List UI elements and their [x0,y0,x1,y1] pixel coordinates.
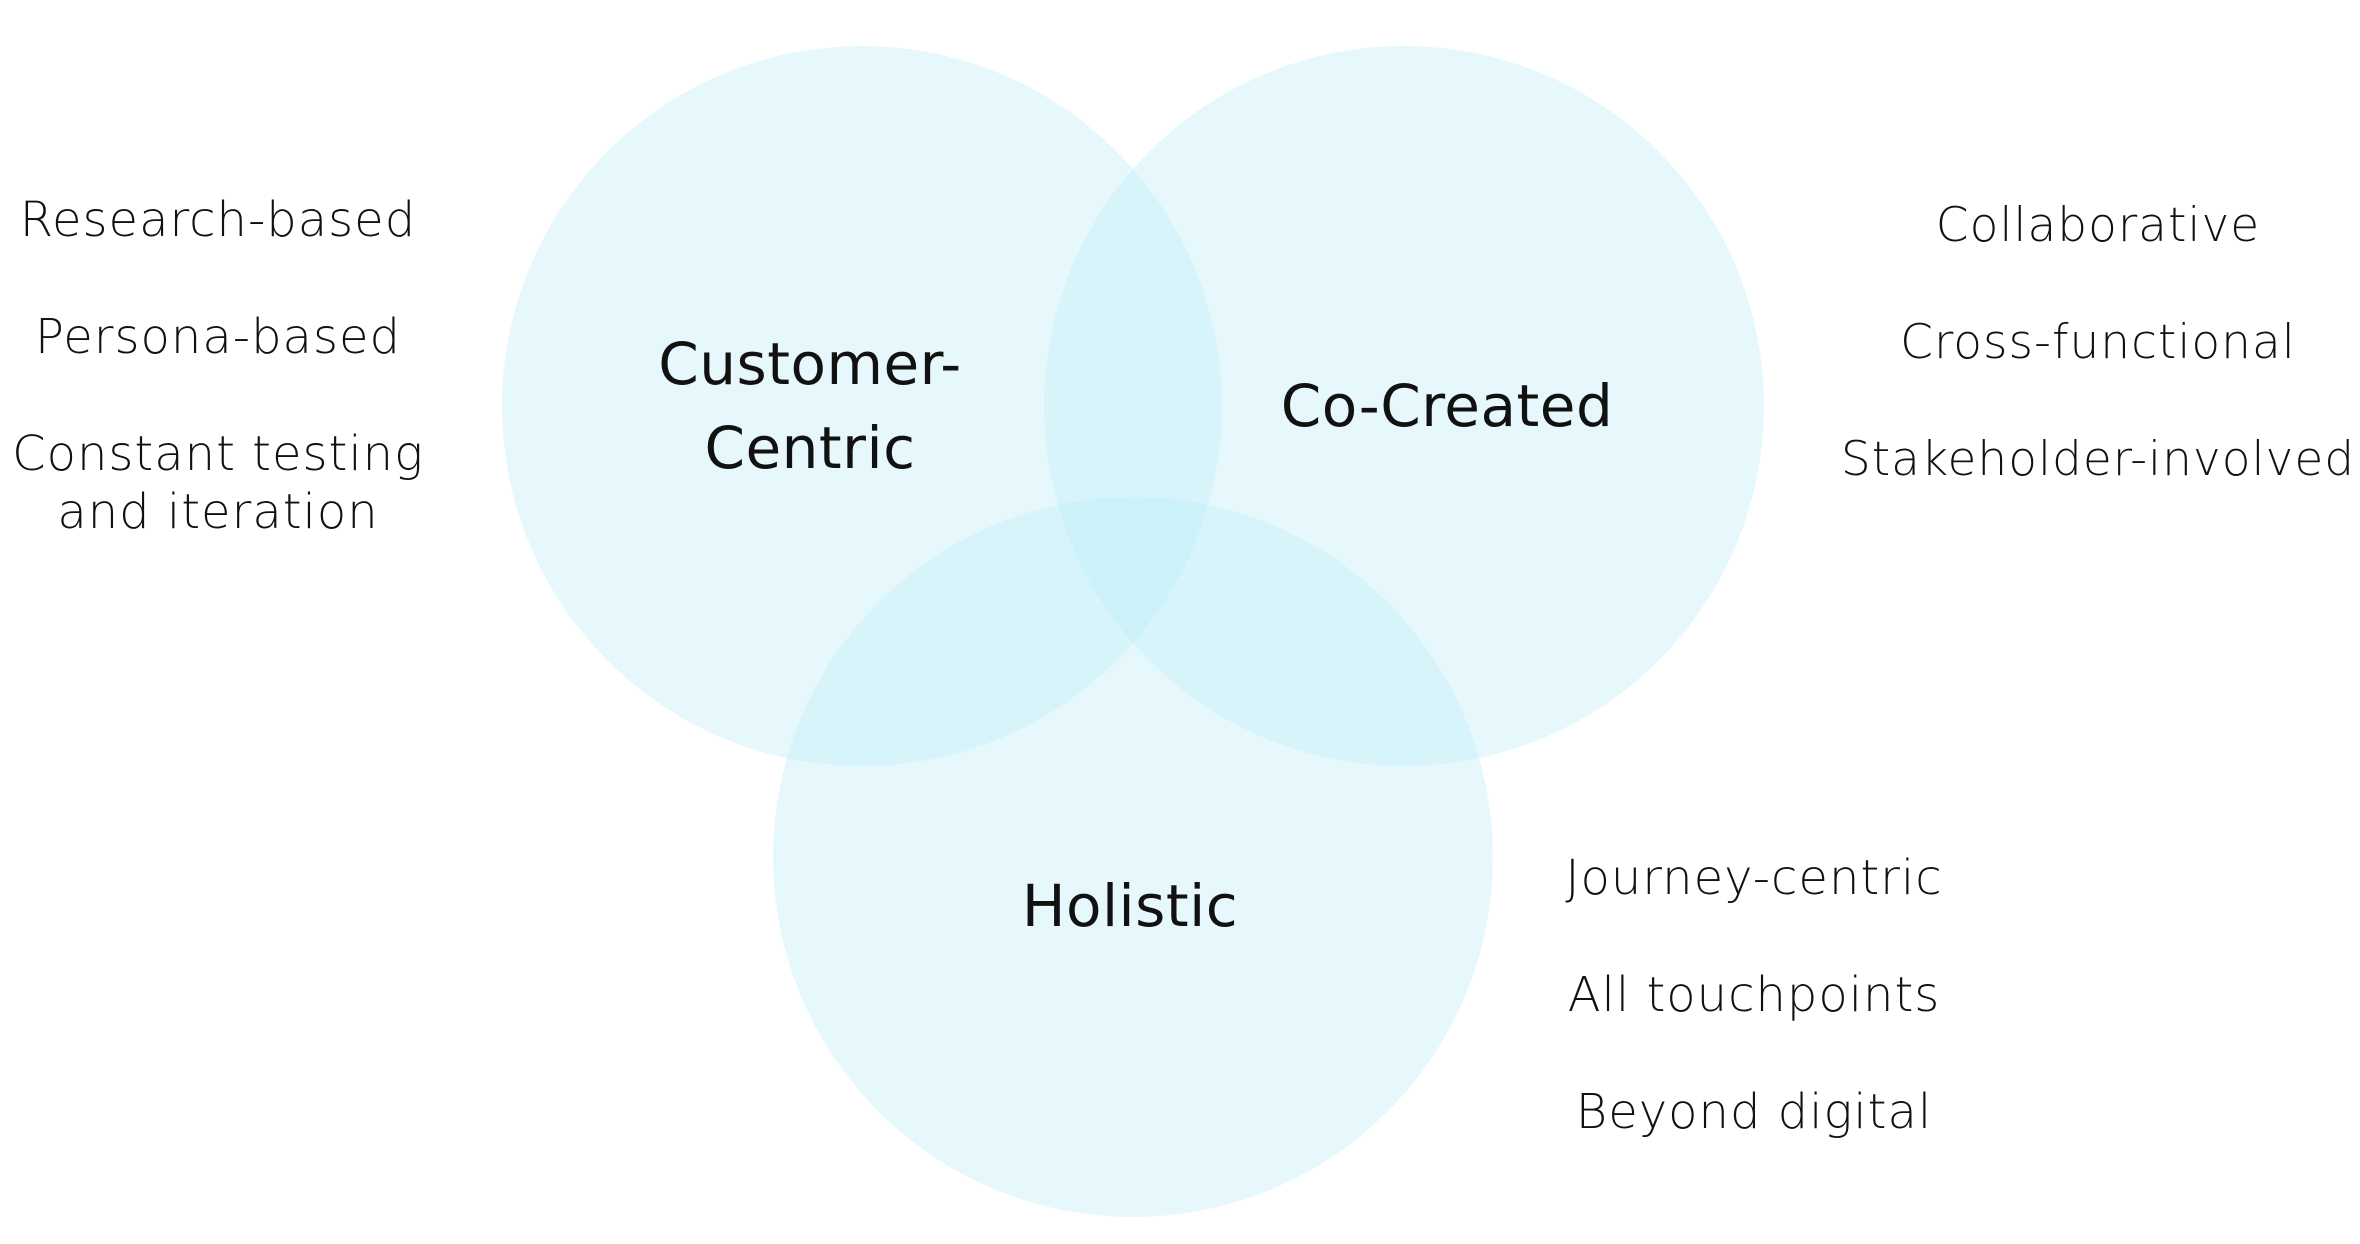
trait-cross-functional: Cross-functional [1900,315,2296,370]
co-created-label: Co-Created [1280,372,1614,440]
trait-research-based: Research-based [19,192,417,248]
trait-journey-centric: Journey-centric [1565,850,1943,906]
holistic-traits: Journey-centric All touchpoints Beyond d… [1534,849,1974,1141]
trait-constant-testing: Constant testing and iteration [12,426,424,540]
co-created-circle [1044,46,1764,766]
trait-stakeholder-involved: Stakeholder-involved [1840,432,2356,487]
trait-all-touchpoints: All touchpoints [1567,967,1941,1023]
co-created-traits: Collaborative Cross-functional Stakehold… [1822,197,2360,489]
customer-centric-label: Customer- Centric [658,330,962,482]
holistic-circle [773,497,1493,1217]
trait-persona-based: Persona-based [35,309,401,365]
trait-collaborative: Collaborative [1935,198,2261,253]
customer-centric-circle [502,46,1222,766]
trait-beyond-digital: Beyond digital [1575,1084,1933,1140]
customer-centric-traits: Research-based Persona-based Constant te… [0,191,436,541]
holistic-label: Holistic [1021,872,1239,940]
